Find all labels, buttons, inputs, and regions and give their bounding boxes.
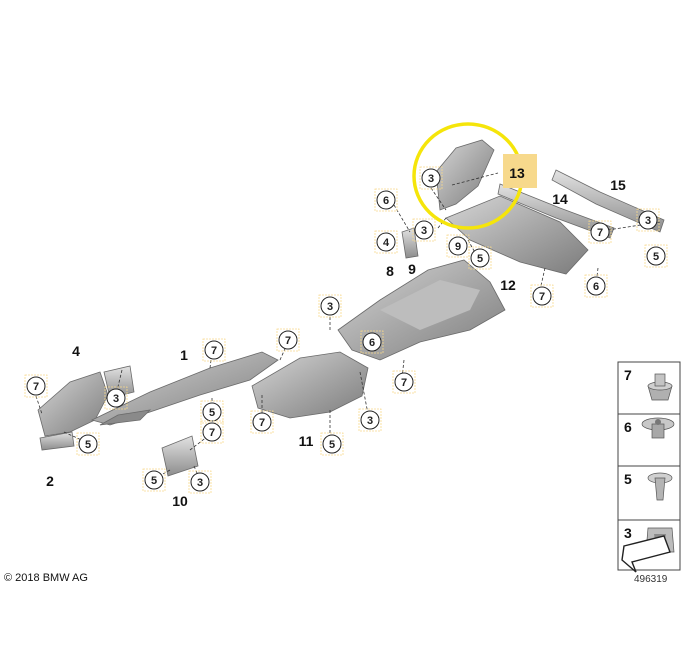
callout-5: 5 bbox=[468, 246, 492, 270]
callout-5: 5 bbox=[200, 400, 224, 424]
callout-number: 7 bbox=[209, 427, 215, 439]
arrow-icon bbox=[621, 535, 671, 573]
part-13-highlight-box bbox=[503, 154, 537, 188]
bracket-part-13 bbox=[435, 139, 495, 211]
rail-part-14 bbox=[497, 183, 615, 239]
bracket-part-2 bbox=[39, 431, 75, 451]
legend-label-6: 6 bbox=[624, 419, 632, 435]
callout-6: 6 bbox=[374, 188, 398, 212]
callout-number: 3 bbox=[367, 415, 373, 427]
rail-part-15 bbox=[551, 169, 665, 233]
part-number-8: 8 bbox=[386, 263, 394, 279]
callout-3: 3 bbox=[358, 408, 382, 432]
callout-number: 3 bbox=[645, 215, 651, 227]
callout-number: 7 bbox=[259, 417, 265, 429]
callout-number: 7 bbox=[285, 335, 291, 347]
callout-3: 3 bbox=[636, 208, 660, 232]
callout-7: 7 bbox=[530, 284, 554, 308]
callout-number: 7 bbox=[401, 377, 407, 389]
callout-number: 9 bbox=[455, 241, 461, 253]
part-number-12: 12 bbox=[500, 277, 516, 293]
callout-9: 9 bbox=[446, 234, 470, 258]
callout-3: 3 bbox=[419, 166, 443, 190]
callout-number: 5 bbox=[329, 439, 335, 451]
part-number-14: 14 bbox=[552, 191, 568, 207]
part-number-9: 9 bbox=[408, 261, 416, 277]
bracket-part-9 bbox=[401, 227, 419, 259]
part-number-10: 10 bbox=[172, 493, 188, 509]
callout-number: 5 bbox=[209, 407, 215, 419]
callout-number: 7 bbox=[539, 291, 545, 303]
callout-number: 3 bbox=[327, 301, 333, 313]
callout-group: 6 3 4 3 9 5 7 3 5 7 6 7 7 3 5 3 7 6 5 7 3 7 5 7 5 3 bbox=[24, 166, 668, 494]
callout-number: 5 bbox=[85, 439, 91, 451]
copyright-text: © 2018 BMW AG bbox=[4, 572, 88, 584]
callout-5: 5 bbox=[76, 432, 100, 456]
callout-7: 7 bbox=[250, 410, 274, 434]
callout-7: 7 bbox=[24, 374, 48, 398]
part-number-15: 15 bbox=[610, 177, 626, 193]
callout-number: 7 bbox=[33, 381, 39, 393]
callout-7: 7 bbox=[588, 220, 612, 244]
bracket-part-10 bbox=[161, 435, 199, 477]
callout-7: 7 bbox=[202, 338, 226, 362]
callout-7: 7 bbox=[200, 420, 224, 444]
shield-part-1-lower bbox=[99, 409, 152, 426]
callout-number: 5 bbox=[477, 253, 483, 265]
part-shapes bbox=[37, 139, 665, 477]
shield-part-8-ridge bbox=[380, 280, 480, 330]
callout-number: 3 bbox=[428, 173, 434, 185]
callout-number: 6 bbox=[369, 337, 375, 349]
callout-3: 3 bbox=[104, 386, 128, 410]
part-number-1: 1 bbox=[180, 347, 188, 363]
callout-5: 5 bbox=[142, 468, 166, 492]
callout-3: 3 bbox=[318, 294, 342, 318]
callout-number: 3 bbox=[197, 477, 203, 489]
callout-6: 6 bbox=[360, 330, 384, 354]
clip-nut-icon bbox=[641, 417, 675, 439]
callout-number: 7 bbox=[597, 227, 603, 239]
callout-4: 4 bbox=[374, 230, 398, 254]
legend-label-3: 3 bbox=[624, 525, 632, 541]
push-rivet-icon bbox=[647, 472, 673, 501]
callout-number: 5 bbox=[653, 251, 659, 263]
callout-5: 5 bbox=[320, 432, 344, 456]
shield-part-4 bbox=[37, 371, 109, 437]
callout-3: 3 bbox=[188, 470, 212, 494]
callout-number: 4 bbox=[383, 237, 390, 249]
part-number-4: 4 bbox=[72, 343, 80, 359]
callout-number: 6 bbox=[593, 281, 599, 293]
fastener-legend: 7 6 5 3 bbox=[617, 361, 681, 573]
callout-3: 3 bbox=[412, 218, 436, 242]
callout-number: 5 bbox=[151, 475, 157, 487]
legend-label-7: 7 bbox=[624, 367, 632, 383]
part-number-13: 13 bbox=[509, 165, 525, 181]
callout-5: 5 bbox=[644, 244, 668, 268]
part-number-11: 11 bbox=[299, 433, 314, 449]
diagram-id: 496319 bbox=[634, 574, 668, 585]
callout-7: 7 bbox=[392, 370, 416, 394]
callout-number: 6 bbox=[383, 195, 389, 207]
shield-part-11 bbox=[251, 351, 369, 419]
callout-7: 7 bbox=[276, 328, 300, 352]
callout-6: 6 bbox=[584, 274, 608, 298]
callout-number: 3 bbox=[113, 393, 119, 405]
callout-number: 3 bbox=[421, 225, 427, 237]
shield-part-12 bbox=[445, 195, 589, 275]
callout-number: 7 bbox=[211, 345, 217, 357]
part-number-2: 2 bbox=[46, 473, 54, 489]
legend-label-5: 5 bbox=[624, 471, 632, 487]
nut-icon bbox=[647, 373, 673, 401]
